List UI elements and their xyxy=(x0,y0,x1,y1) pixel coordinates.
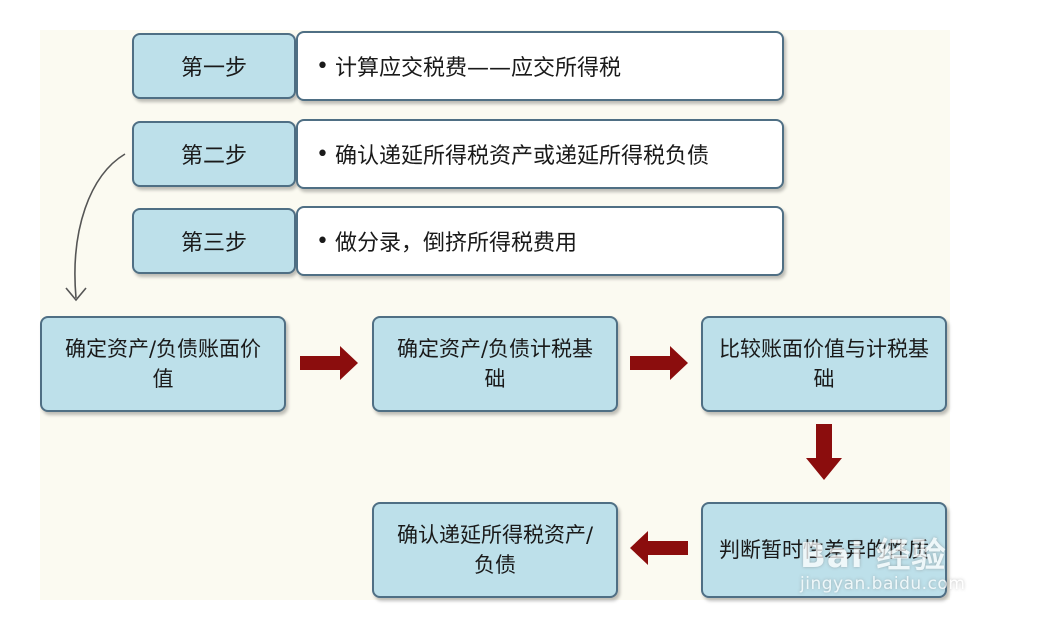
step-3-description: 做分录，倒挤所得税费用 xyxy=(334,231,577,256)
arrow-down xyxy=(806,424,842,480)
bullet-icon: • xyxy=(316,141,329,167)
watermark-brand: Bai 经验 xyxy=(800,536,947,576)
curved-connector-arrow xyxy=(74,153,126,299)
step-1-description: 计算应交税费——应交所得税 xyxy=(334,56,621,81)
arrow-right-1 xyxy=(300,346,358,380)
bullet-icon: • xyxy=(316,53,329,79)
bullet-icon: • xyxy=(316,228,329,254)
watermark-url: jingyan.baidu.com xyxy=(800,574,966,594)
step-2-description: 确认递延所得税资产或递延所得税负债 xyxy=(334,144,709,169)
step-2-text: • 确认递延所得税资产或递延所得税负债 xyxy=(296,119,784,189)
step-1-text: • 计算应交税费——应交所得税 xyxy=(296,31,784,101)
flow-box-temp-difference: 判断暂时性差异的性质 xyxy=(701,502,947,598)
step-3-label: 第三步 xyxy=(132,208,296,274)
arrow-left xyxy=(630,531,688,565)
flow-box-deferred-tax: 确认递延所得税资产/负债 xyxy=(372,502,618,598)
flow-box-tax-base: 确定资产/负债计税基础 xyxy=(372,316,618,412)
step-1-label: 第一步 xyxy=(132,33,296,99)
step-2-label: 第二步 xyxy=(132,121,296,187)
arrow-right-2 xyxy=(630,346,688,380)
baidu-jingyan-watermark: Bai 经验 jingyan.baidu.com xyxy=(800,528,1000,598)
curved-arrow-head xyxy=(65,287,87,302)
step-3-text: • 做分录，倒挤所得税费用 xyxy=(296,206,784,276)
flow-box-compare: 比较账面价值与计税基础 xyxy=(701,316,947,412)
flow-box-book-value: 确定资产/负债账面价值 xyxy=(40,316,286,412)
